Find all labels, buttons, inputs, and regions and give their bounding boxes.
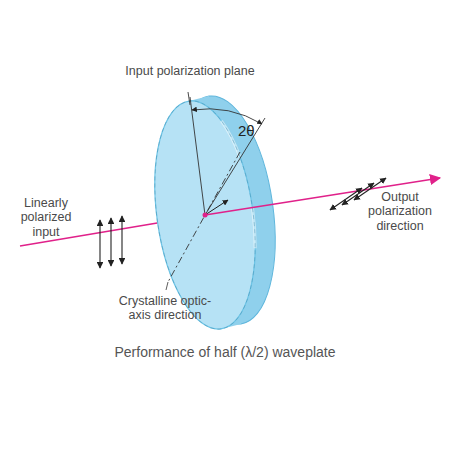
part-label: Linearly polarized input bbox=[6, 196, 86, 239]
caption: Performance of half (λ/2) waveplate bbox=[0, 344, 450, 360]
input-polarization-arrows bbox=[100, 216, 122, 268]
part-label: Input polarization plane bbox=[120, 64, 260, 78]
angle-label: 2θ bbox=[238, 122, 278, 139]
optic-axis-line bbox=[168, 152, 240, 282]
leader-line bbox=[188, 92, 190, 105]
part-label: Crystalline optic-axis direction bbox=[110, 294, 220, 323]
beam-point bbox=[203, 213, 208, 218]
angle-arc bbox=[192, 109, 262, 124]
leader-line bbox=[166, 282, 168, 290]
part-label: Output polarization direction bbox=[352, 190, 448, 233]
output-plane-line bbox=[205, 118, 265, 215]
input-plane-line bbox=[190, 97, 205, 215]
